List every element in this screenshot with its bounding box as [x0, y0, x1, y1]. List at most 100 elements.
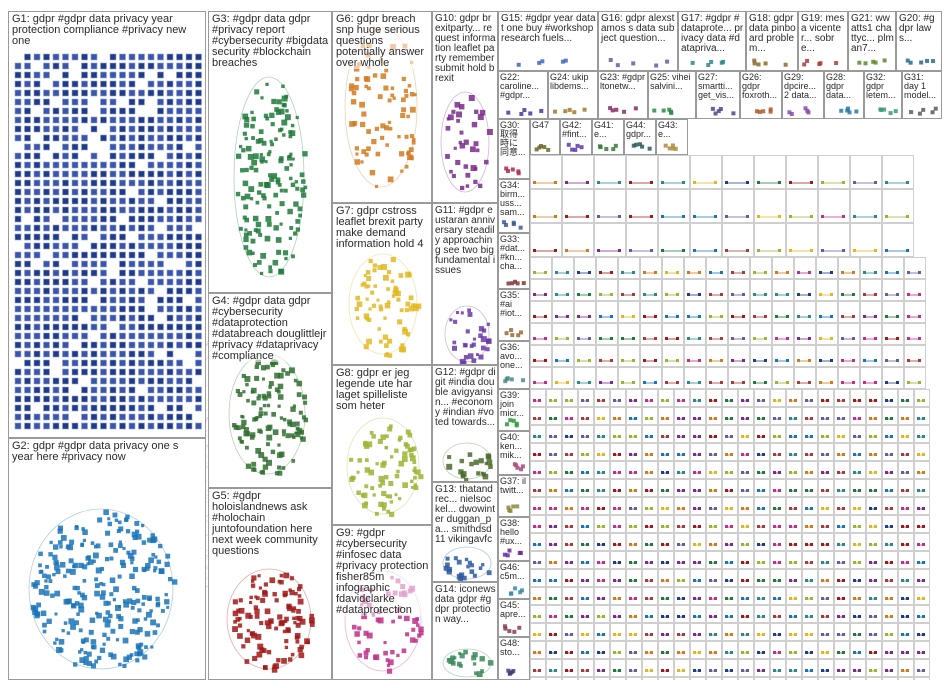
node-g2: [164, 599, 170, 605]
group-g48[interactable]: G48: sto...: [498, 637, 530, 680]
group-g19[interactable]: G19: mesa vicenter... sobre...: [798, 11, 848, 71]
group-g44[interactable]: G44: gdpr...: [624, 119, 656, 155]
group-g2[interactable]: G2: gdpr #gdpr data privacy one s year h…: [8, 438, 206, 680]
node-g13: [466, 564, 470, 569]
group-g17[interactable]: G17: #gdpr #dataprote... privacy data #d…: [678, 11, 746, 71]
minor-group-cell: [596, 257, 618, 279]
node-g1: [195, 260, 202, 268]
node-g7: [397, 319, 403, 325]
node-g9: [365, 648, 370, 653]
node-g7: [366, 338, 372, 345]
node-g3: [268, 173, 272, 178]
node-g1: [128, 62, 136, 70]
node-g5: [241, 644, 246, 649]
node-g1: [185, 80, 193, 88]
node-g8: [402, 451, 408, 457]
node-g1: [71, 134, 79, 142]
group-g13[interactable]: G13: thatandrec... nielsockel... dwowint…: [432, 482, 498, 582]
group-g43[interactable]: G43: e...: [656, 119, 688, 155]
node-g1: [195, 143, 202, 151]
minor-group-cell: [914, 641, 930, 659]
group-g38[interactable]: G38: hello #ux...: [498, 517, 530, 561]
group-g24[interactable]: G24: ukip libdems...: [548, 71, 598, 119]
node-g1: [157, 134, 164, 142]
group-g40[interactable]: G40: ken... mik...: [498, 431, 530, 475]
group-g47[interactable]: G47: [530, 119, 560, 155]
group-g11[interactable]: G11: #gdpr eustaran anniversary steadily…: [432, 203, 498, 365]
group-g18[interactable]: G18: gdpr data pinboard problem...: [746, 11, 798, 71]
group-g20[interactable]: G20: #gdpr laws...: [896, 11, 942, 71]
node-g1: [52, 422, 60, 430]
node-g1: [33, 386, 41, 394]
node-g1: [43, 368, 50, 376]
group-g42[interactable]: G42: #fint...: [560, 119, 592, 155]
minor-group-cell: [642, 623, 658, 641]
node-g1: [90, 377, 98, 385]
node-g2: [83, 650, 88, 655]
node-g1: [128, 116, 136, 124]
node-g16: [631, 61, 636, 66]
node-g2: [124, 517, 129, 522]
node-g1: [14, 107, 22, 115]
node-g5: [251, 575, 257, 581]
node-g5: [297, 594, 302, 598]
group-g32[interactable]: G32: gdpr letem...: [864, 71, 902, 119]
group-g3[interactable]: G3: #gdpr data gdpr #privacy report #cyb…: [208, 11, 332, 293]
group-g29[interactable]: G29: dpcire... 2 data...: [782, 71, 824, 119]
group-g6[interactable]: G6: gdpr breach snp huge serious questio…: [332, 11, 432, 203]
group-g10[interactable]: G10: gdpr brexitparty... request informa…: [432, 11, 498, 203]
minor-group-cell: [818, 677, 834, 680]
group-g35[interactable]: G35: #ai #iot...: [498, 289, 530, 341]
group-g26[interactable]: G26: gdpr foxroth...: [740, 71, 782, 119]
node-g1: [14, 269, 22, 277]
node-g6: [364, 152, 369, 157]
group-g21[interactable]: G21: wwatts1 chattyc... plman7...: [848, 11, 896, 71]
node-g8: [356, 490, 361, 496]
group-g41[interactable]: G41: e...: [592, 119, 624, 155]
group-g23[interactable]: G23: #gdpr ltonetw...: [598, 71, 648, 119]
group-g39[interactable]: G39: join micr...: [498, 389, 530, 431]
node-g1: [109, 116, 117, 124]
minor-group-cell: [626, 425, 642, 443]
group-g28[interactable]: G28: gdpr data...: [824, 71, 864, 119]
group-g1[interactable]: G1: gdpr #gdpr data privacy year protect…: [8, 11, 206, 438]
node-g6: [380, 135, 385, 140]
minor-group-cell: [674, 623, 690, 641]
node-g7: [386, 300, 391, 305]
group-g16[interactable]: G16: gdpr alexstamos s data subject ques…: [598, 11, 678, 71]
group-g45[interactable]: G45: apre...: [498, 599, 530, 637]
minor-group-cell: [794, 367, 816, 389]
group-g37[interactable]: G37: il twitt...: [498, 475, 530, 517]
group-g7[interactable]: G7: gdpr cstross leaflet brexit party ma…: [332, 203, 432, 365]
group-g9[interactable]: G9: #gdpr #cybersecurity #infosec data #…: [332, 525, 432, 680]
group-g22[interactable]: G22: caroline... #gdpr...: [498, 71, 548, 119]
node-g4: [244, 375, 251, 382]
group-g27[interactable]: G27: smartti... get_vis...: [696, 71, 740, 119]
group-g8[interactable]: G8: gdpr er jeg legende ute har laget sp…: [332, 365, 432, 525]
group-g34[interactable]: G34: birm... uss... sam...: [498, 179, 530, 233]
node-g4: [255, 447, 262, 454]
group-g12[interactable]: G12: #gdpr digit #india double avigyansi…: [432, 365, 498, 482]
group-g33[interactable]: G33: #dat... #kn... cha...: [498, 233, 530, 289]
node-g42: [566, 142, 571, 147]
minor-group-cell: [578, 533, 594, 551]
node-g43: [663, 143, 668, 148]
group-g5[interactable]: G5: #gdpr holoislandnews ask #holochain …: [208, 488, 332, 680]
group-g46[interactable]: G46: c5m...: [498, 561, 530, 599]
node-g4: [281, 466, 286, 470]
node-g1: [138, 98, 145, 106]
group-g4[interactable]: G4: #gdpr data gdpr #cybersecurity #data…: [208, 293, 332, 488]
node-g2: [141, 602, 145, 606]
group-g36[interactable]: G36: avo... one...: [498, 341, 530, 389]
group-g30[interactable]: G30: 取得 時に 同意...: [498, 119, 530, 179]
group-label-g19: G19: mesa vicenter... sobre...: [799, 12, 847, 54]
minor-group-cell: [658, 479, 674, 497]
group-g31[interactable]: G31: day 1 model...: [902, 71, 942, 119]
node-g29: [803, 106, 808, 111]
group-g25[interactable]: G25: vihei salvini...: [648, 71, 696, 119]
group-g14[interactable]: G14: iconews data gdpr #gdpr protection …: [432, 582, 498, 680]
node-g3: [253, 153, 259, 160]
node-g1: [52, 413, 60, 421]
group-g15[interactable]: G15: #gdpr year data t one buy #workshop…: [498, 11, 598, 71]
